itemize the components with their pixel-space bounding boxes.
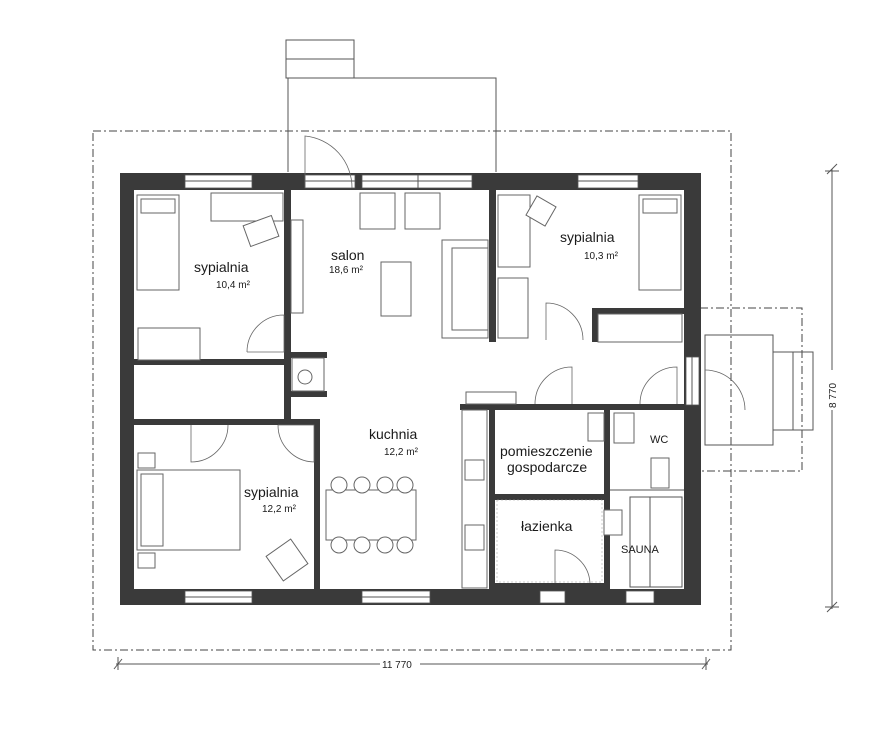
room-bedroom-sw-area: 12,2 m² xyxy=(262,504,297,515)
east-terrace xyxy=(699,307,814,472)
room-bedroom-nw-name: sypialnia xyxy=(194,259,249,275)
dimension-depth: 8 770 xyxy=(825,163,839,613)
room-bedroom-ne-name: sypialnia xyxy=(560,229,615,245)
entrance-door xyxy=(304,135,353,189)
room-utility-name-2: gospodarcze xyxy=(507,459,587,475)
room-bedroom-sw-name: sypialnia xyxy=(244,484,299,500)
entrance-canopy xyxy=(285,39,497,172)
dimension-width: 11 770 xyxy=(113,657,711,671)
utility-fixtures xyxy=(496,412,684,588)
bedroom-nw-furniture xyxy=(136,192,304,361)
stove xyxy=(291,357,325,392)
roof-outline xyxy=(92,130,732,651)
bottom-windows xyxy=(184,590,655,604)
room-salon-name: salon xyxy=(331,247,364,263)
side-windows xyxy=(685,356,700,406)
room-utility-name-1: pomieszczenie xyxy=(500,443,593,459)
room-kitchen-area: 12,2 m² xyxy=(384,447,419,458)
room-sauna-name: SAUNA xyxy=(621,544,660,556)
dimension-depth-label: 8 770 xyxy=(828,383,839,408)
room-bedroom-nw-area: 10,4 m² xyxy=(216,280,251,291)
room-kitchen-name: kuchnia xyxy=(369,426,417,442)
bedroom-ne-furniture xyxy=(497,194,683,343)
dimension-width-label: 11 770 xyxy=(382,660,412,671)
room-bedroom-ne-area: 10,3 m² xyxy=(584,251,619,262)
room-bathroom-name: łazienka xyxy=(521,518,573,534)
kitchen-furniture xyxy=(325,366,678,589)
bedroom-sw-furniture xyxy=(136,424,315,582)
room-salon-area: 18,6 m² xyxy=(329,265,364,276)
interior-walls xyxy=(134,188,684,589)
room-wc-name: WC xyxy=(650,434,668,446)
salon-furniture xyxy=(359,192,489,339)
top-windows xyxy=(184,174,639,189)
